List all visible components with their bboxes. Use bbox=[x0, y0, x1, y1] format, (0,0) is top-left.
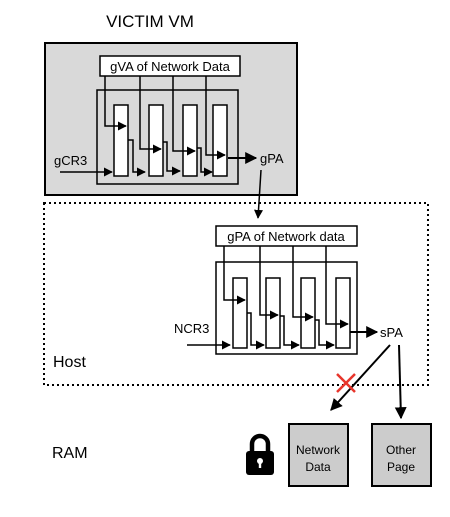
lock-icon bbox=[246, 433, 274, 475]
network-data-line2: Data bbox=[305, 460, 331, 474]
network-data-line1: Network bbox=[296, 443, 341, 457]
guest-page-tables bbox=[113, 104, 228, 177]
victim-vm-title: VICTIM VM bbox=[106, 12, 194, 31]
host-walk-arrows bbox=[223, 246, 349, 350]
gpa-network-label: gPA of Network data bbox=[227, 229, 345, 244]
gva-label: gVA of Network Data bbox=[110, 59, 230, 74]
spa-label: sPA bbox=[380, 325, 403, 340]
other-page-box bbox=[371, 423, 432, 487]
gcr3-label: gCR3 bbox=[54, 153, 87, 168]
other-page-line2: Page bbox=[387, 460, 415, 474]
host-page-walk-box bbox=[215, 261, 358, 355]
other-page-line1: Other bbox=[386, 443, 416, 457]
cross-icon bbox=[336, 373, 356, 393]
spa-to-other-page-arrow bbox=[394, 344, 407, 420]
gpa-label: gPA bbox=[260, 151, 284, 166]
host-label: Host bbox=[53, 354, 86, 371]
ram-label: RAM bbox=[52, 445, 88, 462]
host-box bbox=[43, 202, 429, 386]
spa-to-network-data-arrow bbox=[330, 344, 391, 411]
gva-box bbox=[99, 55, 241, 77]
guest-page-walk-box bbox=[96, 89, 239, 185]
gpa-to-host-arrow bbox=[254, 169, 263, 219]
ncr3-label: NCR3 bbox=[174, 321, 209, 336]
guest-walk-arrows bbox=[104, 76, 226, 177]
network-data-box bbox=[288, 423, 349, 487]
gpa-network-box bbox=[215, 225, 358, 247]
